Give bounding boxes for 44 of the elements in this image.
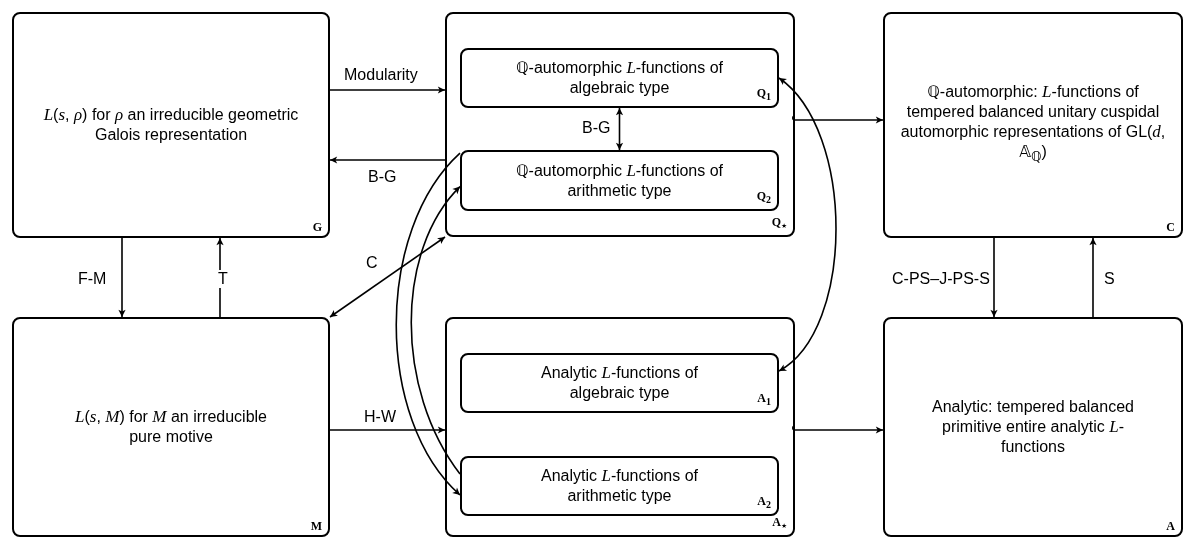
- rounded-box: [460, 456, 779, 516]
- arrow: [329, 86, 446, 94]
- box-text: Analytic L-functions of algebraic type: [539, 363, 700, 403]
- corner-label: Q$_{⋆}$: [771, 214, 787, 233]
- corner-label: Q$_{1}$: [756, 85, 771, 104]
- rounded-box: [12, 317, 330, 537]
- rounded-box: [460, 48, 779, 108]
- corner-label: M: [310, 519, 322, 533]
- edge-label: T: [216, 270, 230, 288]
- arrow: [990, 237, 998, 318]
- arrow: [410, 185, 461, 475]
- rounded-box: [445, 12, 795, 237]
- corner-label: G: [312, 220, 322, 234]
- arrow: [216, 237, 224, 318]
- arrow: [615, 107, 624, 151]
- box-text: Analytic L-functions of arithmetic type: [539, 466, 700, 506]
- arrow: [118, 237, 126, 318]
- box-text: ℚ-automorphic: L-functions of tempered balanced unitary cuspidal automorphic representations of GL(d, 𝔸$_{ℚ}$): [899, 82, 1167, 167]
- rounded-box: [445, 317, 795, 537]
- rounded-box: [883, 317, 1183, 537]
- box-text: Analytic: tempered balanced primitive entire analytic L-functions: [931, 397, 1135, 457]
- arrow: [1089, 237, 1097, 318]
- box-text: L(s, M) for M an irreducible pure motive: [73, 407, 268, 447]
- box-text: ℚ-automorphic L-functions of arithmetic type: [514, 160, 724, 201]
- arrow: [329, 426, 446, 434]
- rounded-box: [460, 150, 779, 211]
- corner-label: C: [1166, 220, 1175, 234]
- arrow: [792, 115, 884, 124]
- rounded-box: [883, 12, 1183, 238]
- box-text: L(s, ρ) for ρ an irreducible geometric Galois representation: [42, 105, 300, 145]
- corner-label: A$_{⋆}$: [772, 514, 787, 533]
- rounded-box: [12, 12, 330, 238]
- arrow: [329, 236, 446, 318]
- arrow: [395, 152, 461, 496]
- arrow: [778, 77, 837, 372]
- corner-label: A$_{2}$: [757, 493, 771, 512]
- box-text: ℚ-automorphic L-functions of algebraic type: [514, 58, 724, 98]
- corner-label: Q$_{2}$: [756, 188, 771, 207]
- rounded-box: [460, 353, 779, 413]
- edge-label: Modularity: [342, 66, 420, 84]
- corner-label: A$_{1}$: [757, 390, 771, 409]
- arrow: [329, 156, 446, 164]
- corner-label: A: [1166, 519, 1175, 533]
- arrow: [792, 425, 884, 434]
